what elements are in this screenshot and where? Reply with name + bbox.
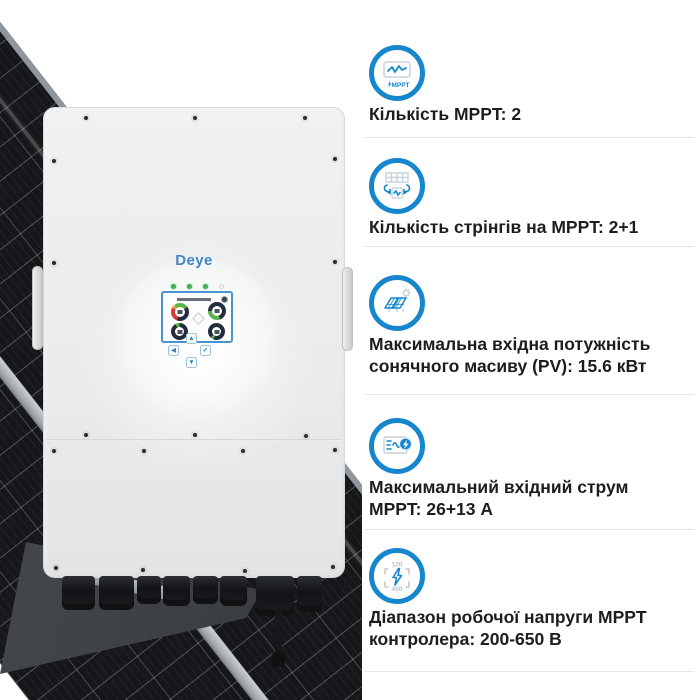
divider [365,529,694,530]
screw [243,569,247,573]
feature-max-input-current: Максимальний вхідний струм MPPT: 26+13 А [369,418,692,520]
brand-logo: Deye [175,252,213,269]
product-image: Deye ▲ ◀ ✔ ▼ [0,14,362,700]
cable-gland [163,576,190,606]
lcd-screen [161,291,233,343]
screw [52,159,56,163]
feature-max-pv-power: Максимальна вхідна потужність сонячного … [369,275,692,377]
feature-mppt-count: MPPT Кількість MPPT: 2 [369,45,692,125]
feature-strings-per-mppt: Кількість стрінгів на MPPT: 2+1 [369,158,692,238]
battery-gauge [171,323,188,340]
input-current-icon [369,418,425,474]
cable-gland [220,576,247,606]
voltage-range-icon: 120 450 [369,548,425,604]
screw [84,116,88,120]
screw [333,260,337,264]
grid-icon [214,309,220,313]
left-mounting-bracket [32,266,43,350]
status-led-green [171,284,176,289]
case-seam [46,439,342,441]
screw [52,449,56,453]
divider [365,394,694,395]
gear-icon [221,296,228,303]
cable-gland [137,576,161,604]
screen-title-bar [177,298,211,301]
power-cable [275,604,282,656]
up-button: ▲ [186,333,197,344]
feature-label: Діапазон робочої напруги MPPT контролера… [369,607,647,649]
screw [304,434,308,438]
cable-connector [272,652,285,667]
feature-mppt-voltage-range: 120 450 Діапазон робочої напруги MPPT ко… [369,548,692,650]
screw [241,449,245,453]
screw [303,116,307,120]
back-button: ◀ [168,345,179,356]
feature-label: Кількість MPPT: 2 [369,104,522,124]
screw [54,566,58,570]
feature-label: Кількість стрінгів на MPPT: 2+1 [369,217,639,237]
load-gauge [208,323,225,340]
screw [142,449,146,453]
solar-array-power-icon [369,275,425,331]
screw [193,116,197,120]
screw [333,157,337,161]
screw [333,448,337,452]
divider [365,246,694,247]
screw [193,433,197,437]
status-led-green [203,284,208,289]
divider [365,137,694,138]
pv-strings-icon [369,158,425,214]
right-mounting-bracket [342,267,353,351]
home-icon [214,329,219,334]
feature-label: Максимальний вхідний струм MPPT: 26+13 А [369,477,629,519]
feature-list: MPPT Кількість MPPT: 2 [363,0,700,700]
cable-gland [62,576,95,610]
svg-text:450: 450 [392,586,403,593]
mppt-monitor-icon: MPPT [369,45,425,101]
status-led-alarm [219,284,224,289]
energy-flow-icon [192,312,205,325]
status-led-green [187,284,192,289]
pv-icon [177,310,183,314]
inverter-body: Deye ▲ ◀ ✔ ▼ [43,107,345,578]
cable-gland [297,576,322,612]
enter-button: ✔ [200,345,211,356]
battery-icon [177,329,182,334]
cable-gland [99,576,134,610]
divider [365,671,694,672]
cable-gland [193,576,218,604]
pv-gauge [171,303,189,321]
grid-gauge [208,302,226,320]
svg-text:120: 120 [392,562,403,569]
svg-text:MPPT: MPPT [391,82,409,89]
screw [52,261,56,265]
screw [331,565,335,569]
screw [84,433,88,437]
screw [141,568,145,572]
down-button: ▼ [186,357,197,368]
feature-label: Максимальна вхідна потужність сонячного … [369,334,651,376]
